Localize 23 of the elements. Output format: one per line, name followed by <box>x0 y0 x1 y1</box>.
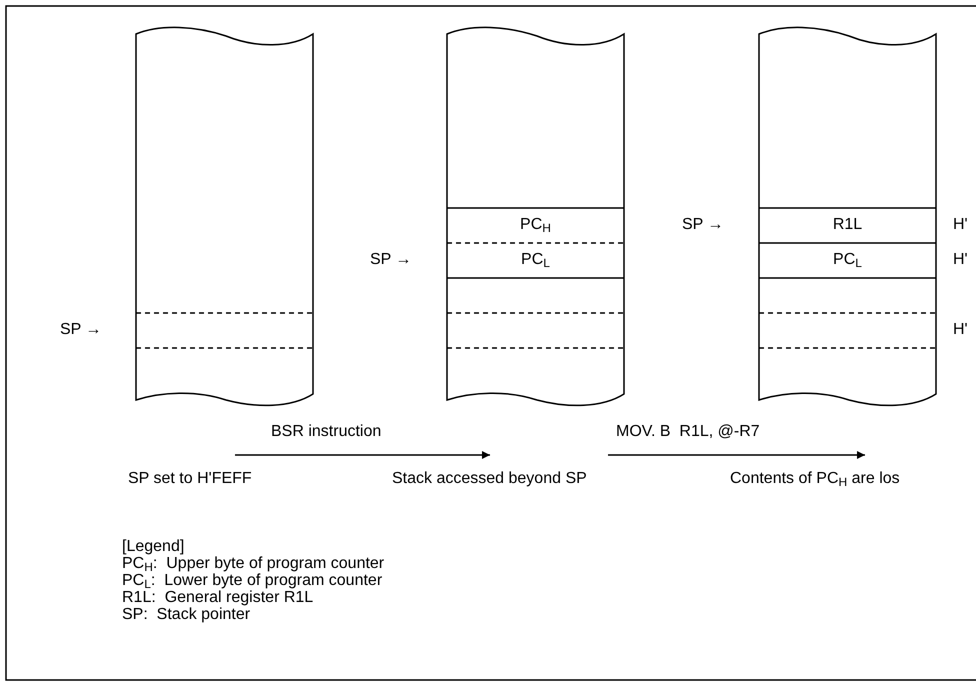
stack-column <box>136 28 313 408</box>
stack-cell: PC$_{H}$ <box>447 208 624 242</box>
legend-heading: [Legend] <box>122 538 184 556</box>
legend-entry: SP: Stack pointer <box>122 606 250 624</box>
address-label: H' <box>953 251 968 269</box>
stack-cell: PC$_{L}$ <box>759 243 936 277</box>
pointer-label: SP → <box>60 321 102 339</box>
stack-cell: PC$_{L}$ <box>447 243 624 277</box>
legend-entry: R1L: General register R1L <box>122 589 314 607</box>
state-caption: Contents of PC$_{H}$ are los <box>730 470 900 488</box>
instruction-label: MOV. B R1L, @-R7 <box>616 423 760 441</box>
address-label: H' <box>953 216 968 234</box>
stack-column <box>759 28 936 408</box>
instruction-label: BSR instruction <box>271 423 382 441</box>
stack-column <box>447 28 624 408</box>
address-label: H' <box>953 321 968 339</box>
legend-entry: PC$_{H}$: Upper byte of program counter <box>122 555 384 573</box>
pointer-label: SP → <box>370 251 412 269</box>
state-caption: Stack accessed beyond SP <box>392 470 587 488</box>
pointer-label: SP → <box>682 216 724 234</box>
state-caption: SP set to H'FEFF <box>128 470 252 488</box>
legend-entry: PC$_{L}$: Lower byte of program counter <box>122 572 382 590</box>
stack-cell: R1L <box>759 208 936 242</box>
